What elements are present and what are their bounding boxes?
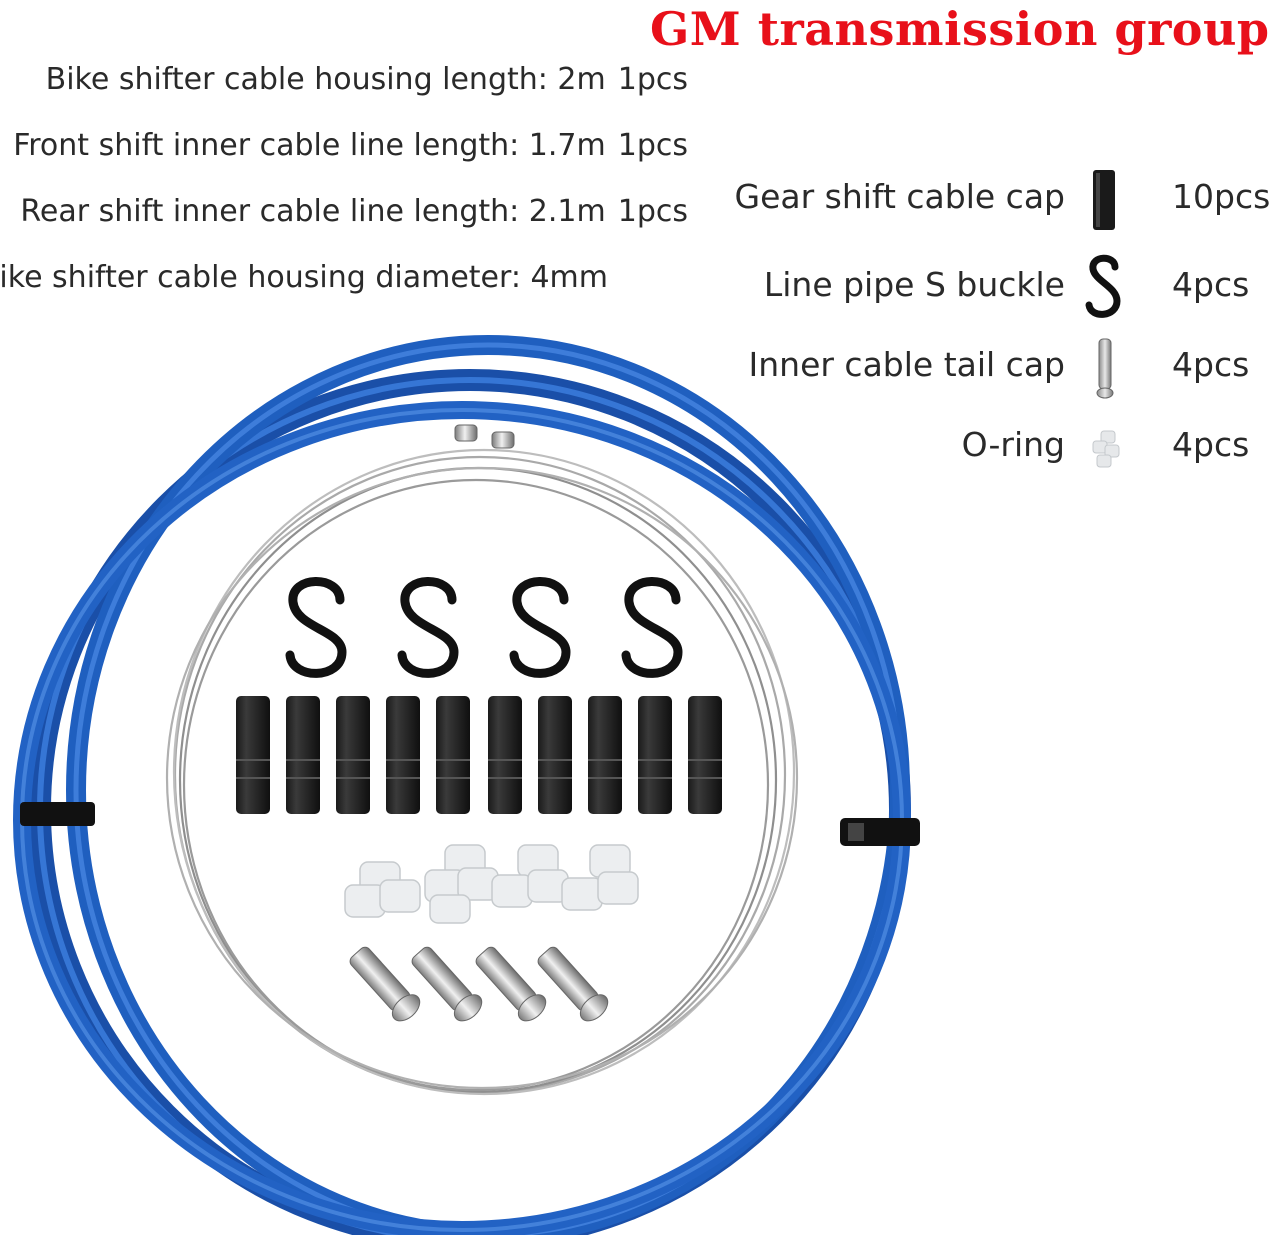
spec-qty: 1pcs xyxy=(617,128,688,163)
cable-end-nipples xyxy=(454,424,515,449)
cable-tie-left xyxy=(20,802,95,826)
spec-text: Rear shift inner cable line length: 2.1m xyxy=(20,194,606,229)
part-qty: 4pcs xyxy=(1172,345,1250,384)
o-ring-icon xyxy=(1092,430,1120,468)
part-qty: 4pcs xyxy=(1172,425,1250,464)
part-row-cable-cap: Gear shift cable cap 10pcs xyxy=(690,165,1280,235)
tail-cap-icon xyxy=(1096,338,1114,399)
o-rings xyxy=(344,844,639,924)
s-buckle-icon xyxy=(1085,254,1121,318)
part-label: Line pipe S buckle xyxy=(763,265,1065,304)
part-qty: 4pcs xyxy=(1172,265,1250,304)
spec-rear-cable-length: Rear shift inner cable line length: 2.1m… xyxy=(20,194,688,229)
spec-text: Front shift inner cable line length: 1.7… xyxy=(13,128,606,163)
spec-qty: 1pcs xyxy=(617,194,688,229)
product-photo xyxy=(13,335,920,1235)
part-row-o-ring: O-ring 4pcs xyxy=(690,413,1280,483)
spec-housing-diameter: Bike shifter cable housing diameter: 4mm xyxy=(0,260,608,295)
product-title: GM transmission group xyxy=(650,2,1270,56)
cable-caps xyxy=(236,696,722,814)
part-row-s-buckle: Line pipe S buckle 4pcs xyxy=(690,253,1280,323)
inner-cable-coil xyxy=(165,448,799,1096)
part-row-tail-cap: Inner cable tail cap 4pcs xyxy=(690,333,1280,403)
part-label: O-ring xyxy=(961,425,1065,464)
spec-text: Bike shifter cable housing length: 2m xyxy=(45,62,606,97)
s-buckles xyxy=(285,577,683,678)
part-label: Inner cable tail cap xyxy=(748,345,1066,384)
spec-qty: 1pcs xyxy=(617,62,688,97)
cable-cap-icon xyxy=(1093,170,1115,230)
spec-text: Bike shifter cable housing diameter: 4mm xyxy=(0,260,608,295)
part-label: Gear shift cable cap xyxy=(734,177,1065,216)
tail-caps xyxy=(349,946,609,1022)
spec-housing-length: Bike shifter cable housing length: 2m 1pc… xyxy=(46,62,688,97)
part-qty: 10pcs xyxy=(1172,177,1271,216)
spec-front-cable-length: Front shift inner cable line length: 1.7… xyxy=(13,128,688,163)
